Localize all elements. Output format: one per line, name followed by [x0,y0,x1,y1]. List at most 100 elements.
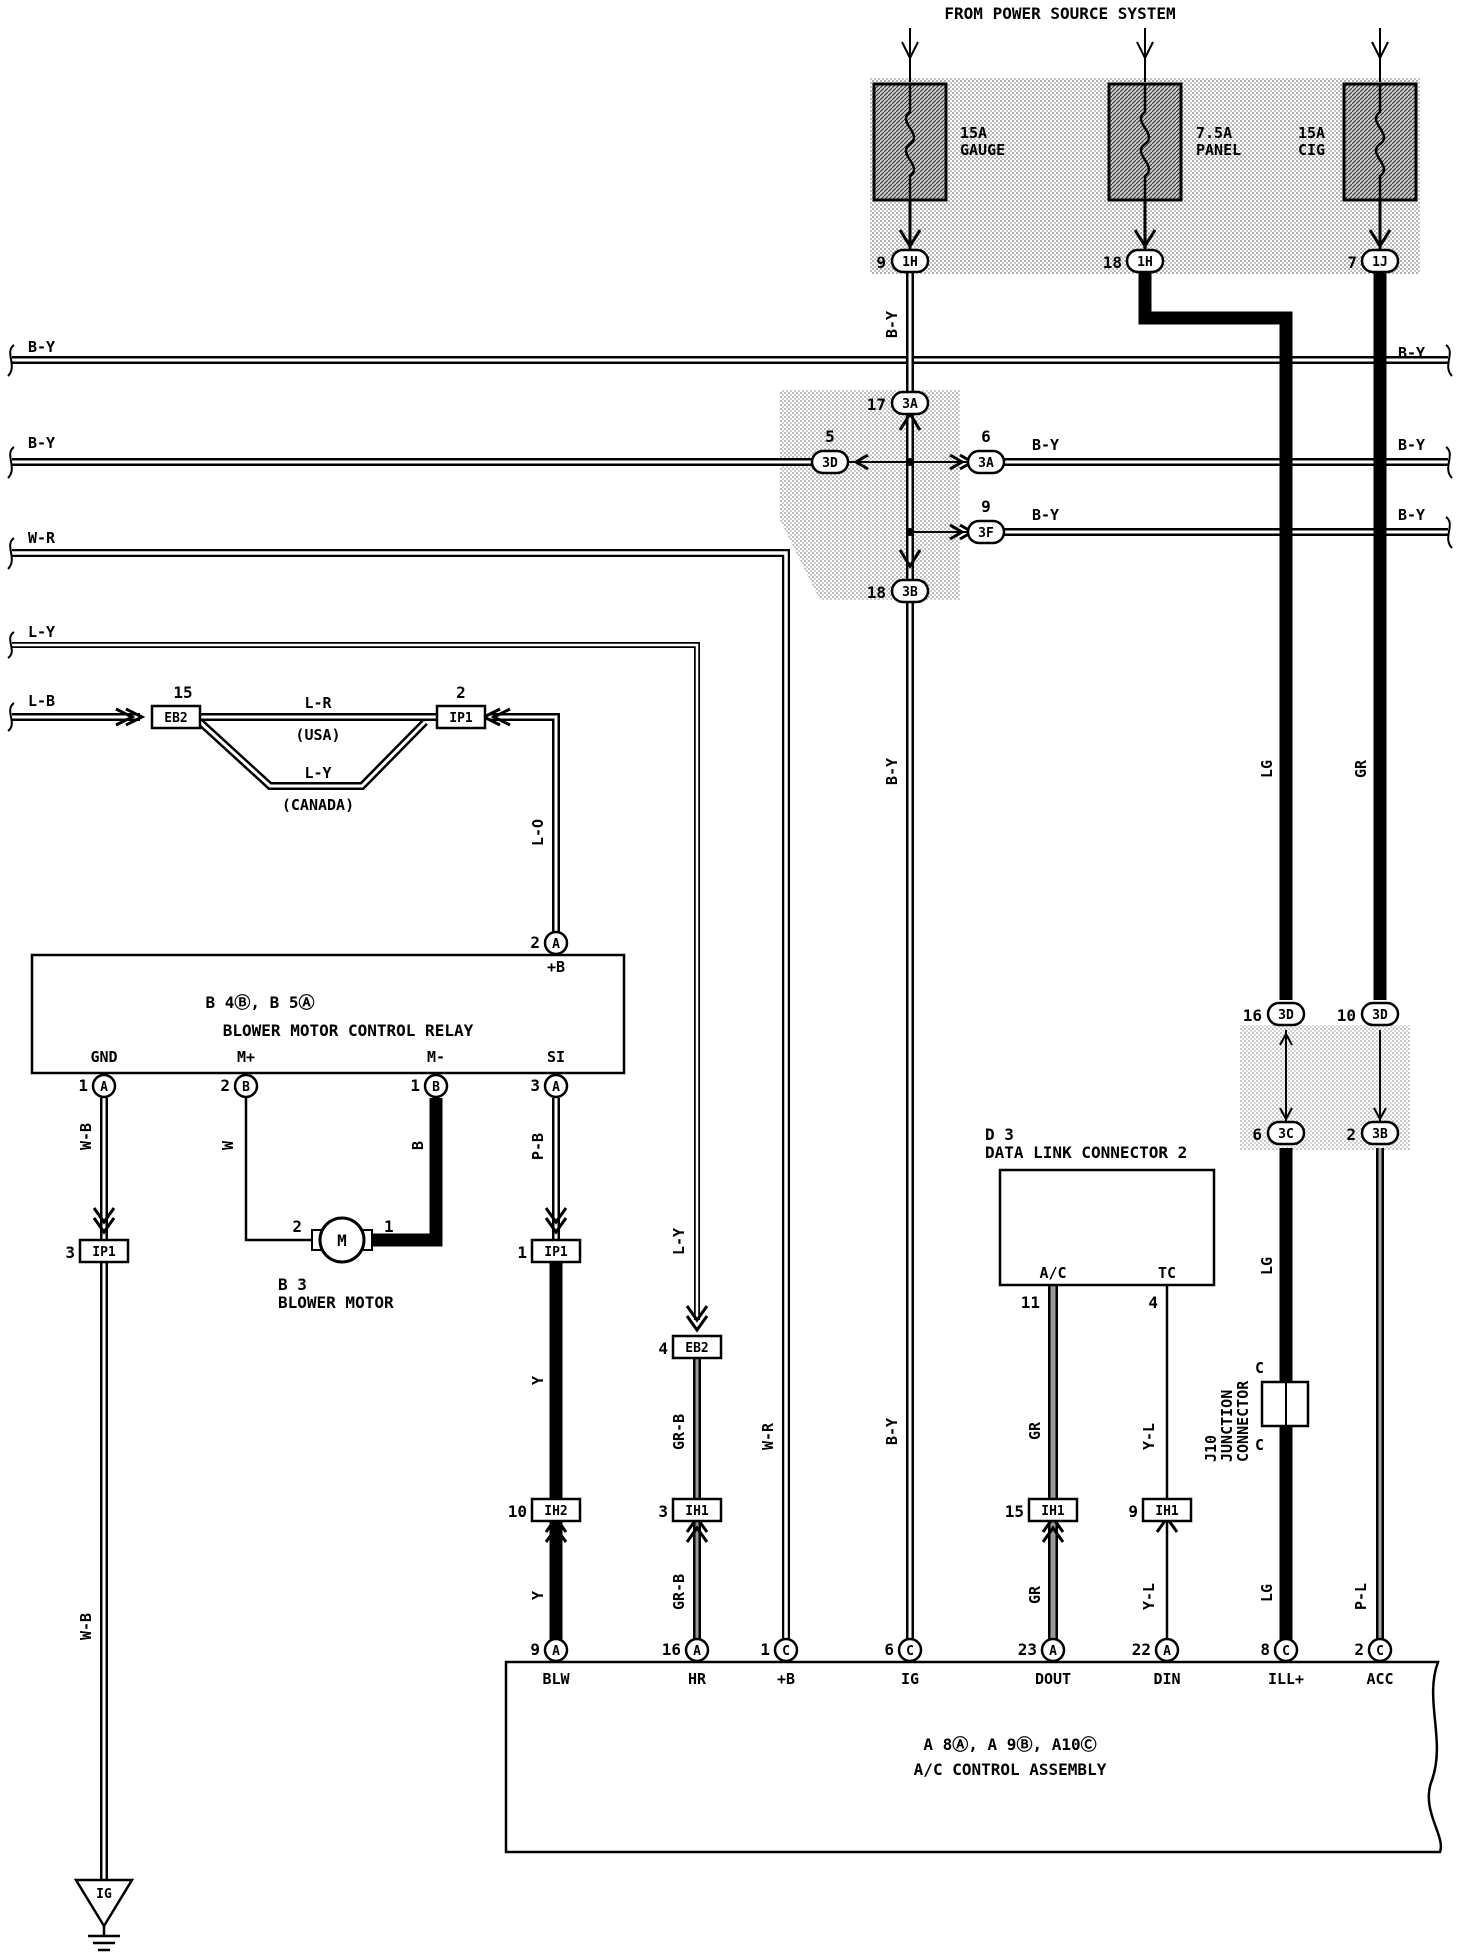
relay-pin-si: SI [547,1048,565,1066]
conn-eb2-top: EB2 [164,711,187,726]
svg-text:3: 3 [530,1076,540,1095]
connector-pills: 1H 1H 1J 3A 3D 3A 3F 3B 3D 3D 3C 3B [810,248,1400,1146]
fuse-output-arrows [898,200,1392,250]
svg-text:3: 3 [658,1502,668,1521]
svg-text:10: 10 [1337,1006,1356,1025]
label-gr-top: GR [1352,759,1370,778]
junction-shading-2 [780,390,960,600]
relay-pin-m-plus: M+ [237,1048,255,1066]
svg-text:8: 8 [1260,1640,1270,1659]
ac-pin-ig: IG [901,1670,919,1688]
motor-icon [318,1216,366,1264]
conn-3d-left: 3D [822,456,838,471]
svg-text:A: A [1049,1644,1057,1659]
relay-pin-gnd: GND [90,1048,117,1066]
label-lg-mid: LG [1258,1257,1276,1275]
wire-color-labels: B-Y B-Y B-Y B-Y B-Y B-Y B-Y W-R L-Y L-B … [28,311,1425,1640]
ac-pin-din: DIN [1153,1670,1180,1688]
label-wb-bot: W-B [77,1613,95,1640]
ac-pin-blw: BLW [542,1670,570,1688]
label-lr: L-R [304,694,332,712]
label-grb-top: GR-B [670,1414,688,1450]
conn-ih1-hr: IH1 [685,1504,709,1519]
svg-text:9: 9 [530,1640,540,1659]
label-gr-dlc-top: GR [1026,1421,1044,1440]
svg-text:2: 2 [220,1076,230,1095]
label-yl-top: Y-L [1140,1423,1158,1450]
power-source-arrows [901,28,1389,82]
fuse-panel-name: PANEL [1196,141,1241,159]
conn-ih1-din: IH1 [1155,1504,1179,1519]
svg-text:11: 11 [1021,1293,1040,1312]
svg-text:B: B [432,1080,440,1095]
svg-text:9: 9 [876,253,886,272]
wire-junction-arrows [1279,1030,1387,1122]
conn-3a-right: 3A [978,456,994,471]
label-usa: (USA) [295,726,340,744]
label-yl-bot: Y-L [1140,1583,1158,1610]
fuse-gauge-amp: 15A [960,124,987,142]
svg-text:15: 15 [173,683,192,702]
pin-numbers: 9 18 7 17 5 6 9 18 15 2 16 10 6 2 3 1 4 … [65,253,1357,1521]
ground-icon [88,1926,120,1952]
dlc-pin-tc: TC [1158,1264,1176,1282]
label-b: B [409,1141,427,1150]
motor-name: BLOWER MOTOR [278,1293,394,1312]
fuse-icon [1139,84,1151,200]
label-wr: W-R [28,529,56,547]
ac-ids: A 8Ⓐ, A 9Ⓑ, A10Ⓒ [923,1735,1096,1754]
svg-text:5: 5 [825,427,835,446]
conn-1h-a: 1H [902,255,918,270]
label-ly-vert: L-Y [670,1228,688,1255]
svg-text:6: 6 [981,427,991,446]
svg-text:C: C [1376,1644,1384,1659]
label-wb-top: W-B [77,1123,95,1150]
junction-shading-3 [1240,1025,1410,1150]
relay-ids: B 4Ⓑ, B 5Ⓐ [205,993,314,1012]
relay-name: BLOWER MOTOR CONTROL RELAY [223,1021,474,1040]
relay-pin-m-minus: M- [427,1048,445,1066]
junction-connector-j10: C C J10 JUNCTION CONNECTOR [1202,1359,1310,1462]
label-ly: L-Y [28,623,55,641]
svg-text:17: 17 [867,395,886,414]
dlc-id: D 3 [985,1125,1014,1144]
wire-b [372,1098,443,1247]
label-gr-dlc-bot: GR [1026,1585,1044,1604]
wire-w [244,1098,312,1242]
relay-pin-circles: A 2 A 1 B 2 B 1 A 3 [78,930,569,1099]
svg-text:15: 15 [1005,1502,1024,1521]
svg-text:1: 1 [384,1217,394,1236]
svg-text:18: 18 [1103,253,1122,272]
svg-text:4: 4 [1148,1293,1158,1312]
label-by-mid-2: B-Y [1032,436,1059,454]
header-title: FROM POWER SOURCE SYSTEM [944,4,1175,23]
svg-text:6: 6 [1252,1125,1262,1144]
wire-lg-top [1138,270,1293,1000]
svg-text:C: C [1282,1644,1290,1659]
conn-1h-b: 1H [1137,255,1153,270]
label-y-bot: Y [529,1591,547,1600]
conn-3b-acc: 3B [1372,1127,1388,1142]
conn-3c: 3C [1278,1127,1294,1142]
label-lg-bot: LG [1258,1584,1276,1602]
label-pb: P-B [529,1133,547,1160]
label-y-top: Y [529,1376,547,1385]
conn-eb2-hr: EB2 [685,1341,708,1356]
label-by-vert-mid: B-Y [883,758,901,785]
svg-text:A: A [693,1644,701,1659]
fuse-icon [904,84,916,200]
svg-text:2: 2 [1346,1125,1356,1144]
motor-symbol: M [337,1231,347,1250]
svg-text:6: 6 [884,1640,894,1659]
svg-text:23: 23 [1018,1640,1037,1659]
wire-lo [490,713,560,955]
conn-3d-gr: 3D [1372,1008,1388,1023]
svg-text:B: B [242,1080,250,1095]
svg-text:1: 1 [78,1076,88,1095]
conn-ip1-gnd: IP1 [92,1245,116,1260]
svg-text:3: 3 [65,1243,75,1262]
conn-ih2: IH2 [544,1504,567,1519]
data-link-connector: D 3 DATA LINK CONNECTOR 2 A/C TC [985,1125,1216,1287]
wire-break-marks [7,344,1453,732]
conn-1j: 1J [1372,255,1388,270]
